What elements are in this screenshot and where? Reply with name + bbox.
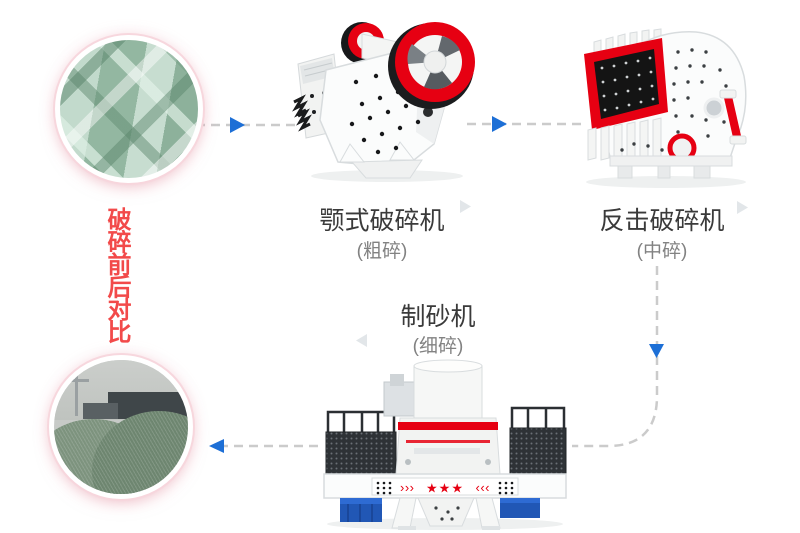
hydraulic-strut: [719, 89, 747, 145]
sand-maker-illustration: ››› ★★★ ‹‹‹: [323, 359, 567, 530]
shadow: [586, 176, 746, 188]
base: [609, 155, 733, 179]
raw-material-photo: [60, 40, 198, 178]
support-legs: [391, 497, 501, 530]
arrow-down-icon: [649, 344, 664, 358]
feed-motor: [383, 374, 419, 417]
tension-springs: [292, 94, 312, 132]
drive-motors: [340, 498, 540, 522]
finished-product-photo: [54, 360, 188, 494]
stage-label-sand-maker: 制砂机: [400, 303, 476, 331]
photo-crane-arm: [64, 378, 89, 382]
chevrons-left: ›››: [400, 480, 415, 495]
impact-crusher-illustration: [584, 28, 747, 188]
inspection-hole: [703, 97, 725, 119]
stage-label-jaw-crusher: 颚式破碎机: [319, 207, 445, 235]
right-platform: [509, 406, 567, 475]
jaw-crusher-illustration: [292, 22, 475, 182]
photo-crane: [75, 370, 79, 417]
bolt-dots: [620, 48, 732, 152]
crusher-housing: [395, 417, 501, 475]
left-platform: [325, 410, 397, 475]
stars-mark: ★★★: [426, 481, 464, 496]
stage-grade-medium: (中碎): [636, 241, 688, 262]
lower-fins: [587, 117, 662, 161]
faint-watermark-arrows: [356, 200, 748, 347]
flow-arrowheads: [209, 116, 664, 453]
connector-impact-to-sand: [572, 266, 659, 448]
arrow-right-icon: [230, 117, 245, 133]
top-drum: [413, 359, 483, 419]
inlet-panel: [584, 38, 668, 130]
dashed-connector-lines: [196, 122, 659, 448]
chevrons-right: ‹‹‹: [476, 480, 491, 495]
faint-arrow-right-icon: [737, 201, 748, 214]
bolt-dots: [349, 67, 427, 155]
stage-label-impact-crusher: 反击破碎机: [599, 207, 725, 235]
main-frame-beam: ››› ★★★ ‹‹‹: [323, 473, 567, 499]
faint-arrow-left-icon: [356, 334, 367, 347]
stage-grade-fine: (细碎): [412, 336, 464, 357]
faint-arrow-right-icon: [460, 200, 471, 213]
arrow-left-icon: [209, 439, 224, 453]
arrow-right-icon: [492, 116, 507, 132]
stage-grade-coarse: (粗碎): [356, 241, 408, 262]
main-flywheel: [388, 22, 475, 109]
photo-building: [83, 402, 119, 419]
before-after-caption: 破碎前后对比: [103, 206, 130, 342]
discharge-hopper: [417, 497, 475, 527]
